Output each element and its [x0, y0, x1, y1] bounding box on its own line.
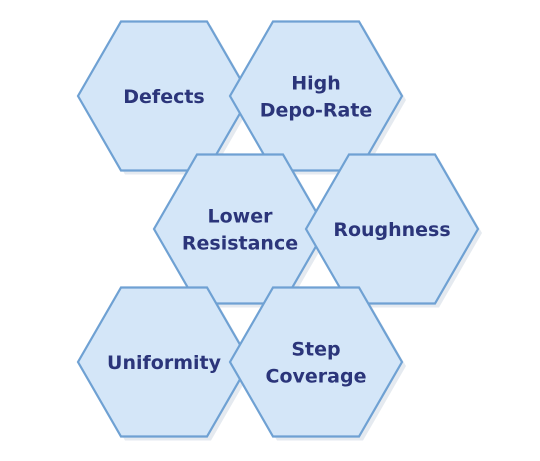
hexagon-label-defects-1: Defects	[123, 86, 204, 108]
hexagon-shape-step-coverage	[228, 286, 404, 438]
hexagon-label-lower-resistance-2: Resistance	[182, 233, 298, 255]
hexagon-shape-uniformity	[76, 286, 252, 438]
hexagon-label-high-depo-rate-2: Depo-Rate	[260, 100, 373, 122]
hexagon-label-lower-resistance-1: Lower	[208, 206, 274, 228]
hexagon-label-uniformity-1: Uniformity	[107, 352, 222, 374]
hexagon-shape-roughness	[304, 153, 480, 305]
hexagon-cell-roughness: Roughness	[304, 153, 480, 305]
hexagon-label-high-depo-rate-1: High	[291, 73, 341, 95]
hexagon-cell-uniformity: Uniformity	[76, 286, 252, 438]
hexagon-label-step-coverage-1: Step	[291, 339, 340, 361]
hexagon-label-roughness-1: Roughness	[333, 219, 450, 241]
hexagon-label-step-coverage-2: Coverage	[266, 366, 367, 388]
hexagon-cells: DefectsHighDepo-RateLowerResistanceRough…	[76, 20, 480, 438]
hexagon-cell-defects: Defects	[76, 20, 252, 172]
